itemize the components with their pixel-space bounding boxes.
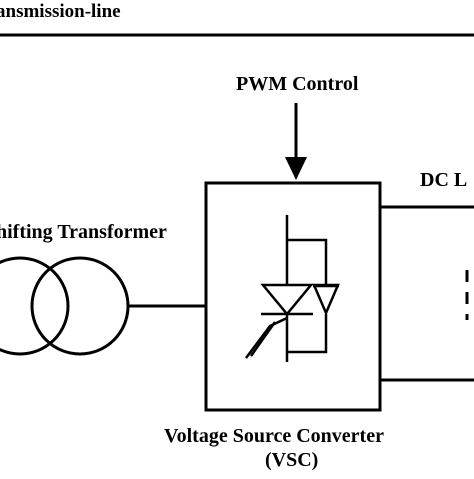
- vsc-abbr-label: (VSC): [265, 449, 319, 471]
- diode-triangle: [312, 283, 340, 317]
- transformer-symbol: [0, 256, 130, 356]
- vsc-name-label: Voltage Source Converter: [164, 425, 384, 447]
- pwm-control-label: PWM Control: [236, 73, 359, 95]
- transmission-line-label: ansmission-line: [0, 1, 121, 22]
- thyristor-triangle: [260, 283, 314, 316]
- gate-lead: [245, 316, 288, 359]
- dc-link-label: DC L: [420, 169, 468, 191]
- pwm-control-arrow: [285, 103, 307, 180]
- transformer-secondary-winding: [30, 256, 130, 356]
- switch-symbol: [245, 215, 340, 362]
- transformer-primary-winding: [0, 256, 70, 356]
- vsc-box: [204, 181, 382, 412]
- transformer-label: hifting Transformer: [0, 221, 167, 243]
